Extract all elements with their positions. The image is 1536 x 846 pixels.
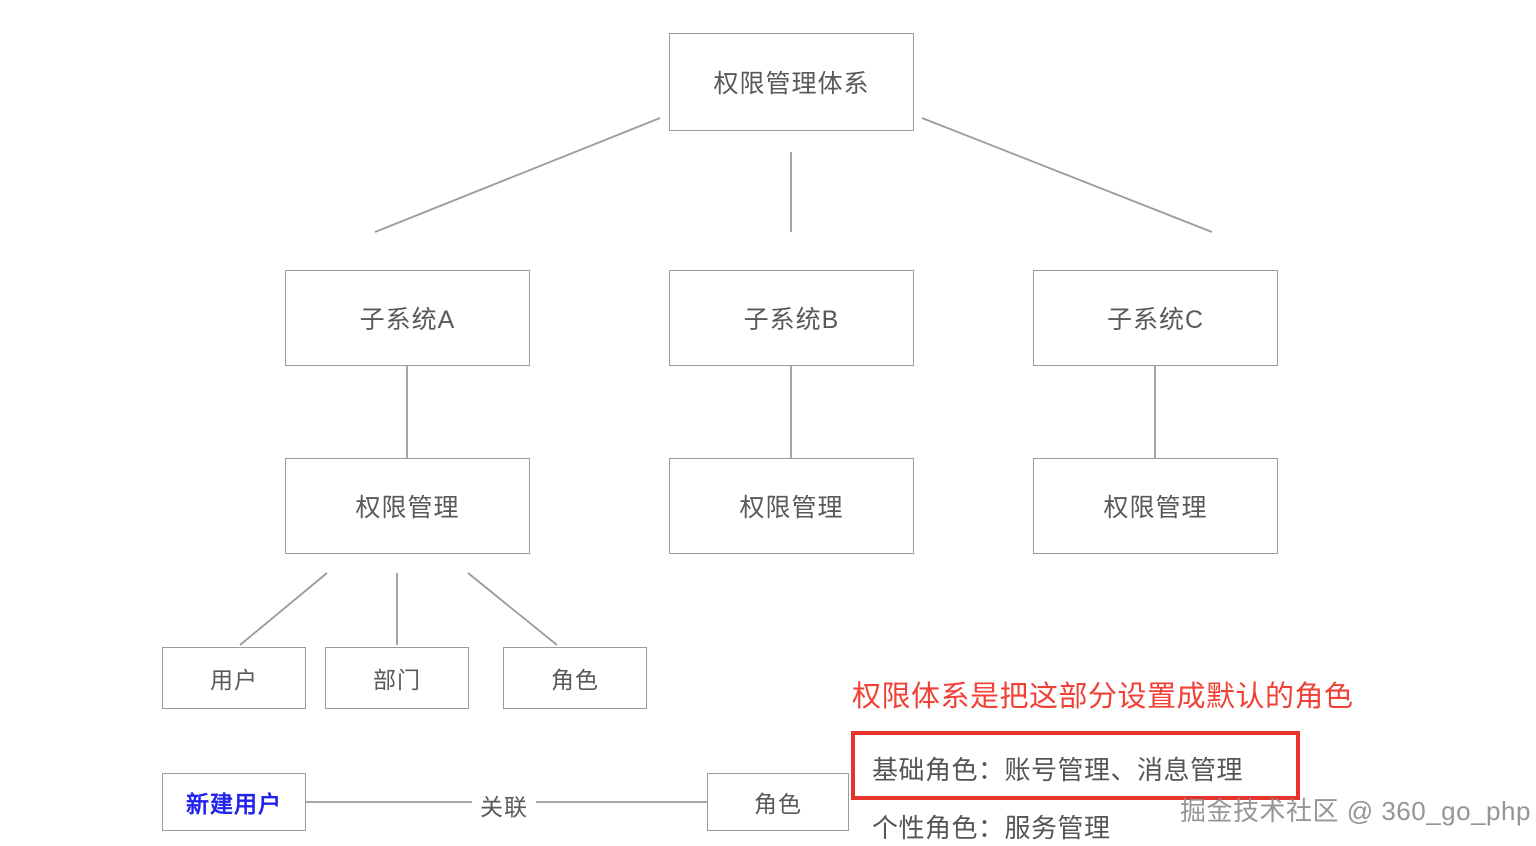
- node-subsystem-a[interactable]: 子系统A: [285, 270, 530, 366]
- annotation-default-role-note: 权限体系是把这部分设置成默认的角色: [852, 681, 1354, 713]
- node-label: 权限管理: [1103, 494, 1208, 522]
- node-label: 权限管理: [355, 494, 460, 522]
- node-label: 权限管理: [739, 494, 844, 522]
- node-label: 权限管理体系: [713, 70, 870, 98]
- node-label: 子系统C: [1106, 306, 1205, 334]
- node-label: 角色: [551, 667, 599, 693]
- node-label: 子系统B: [743, 306, 840, 334]
- connector-permission-to-role: [467, 572, 558, 646]
- node-new-user[interactable]: 新建用户: [162, 773, 306, 831]
- node-permission-system[interactable]: 权限管理体系: [669, 33, 914, 131]
- connector-root-to-subsystem-c: [921, 117, 1213, 233]
- node-role-leaf[interactable]: 角色: [503, 647, 647, 709]
- node-permission-management-c[interactable]: 权限管理: [1033, 458, 1278, 554]
- node-subsystem-b[interactable]: 子系统B: [669, 270, 914, 366]
- connector-root-to-subsystem-a: [374, 117, 661, 233]
- node-user[interactable]: 用户: [162, 647, 306, 709]
- node-label: 新建用户: [186, 791, 282, 817]
- node-permission-management-a[interactable]: 权限管理: [285, 458, 530, 554]
- node-permission-management-b[interactable]: 权限管理: [669, 458, 914, 554]
- node-subsystem-c[interactable]: 子系统C: [1033, 270, 1278, 366]
- text-custom-role: 个性角色：服务管理: [872, 813, 1111, 843]
- edge-label-association: 关联: [472, 788, 536, 822]
- node-label: 子系统A: [359, 306, 456, 334]
- node-department[interactable]: 部门: [325, 647, 469, 709]
- watermark-text: 掘金技术社区 @ 360_go_php: [1180, 796, 1531, 826]
- highlight-box-basic-role: [851, 731, 1300, 800]
- connector-permission-to-user: [239, 572, 328, 646]
- node-label: 角色: [754, 791, 802, 817]
- node-label: 部门: [373, 667, 421, 693]
- node-role-target[interactable]: 角色: [707, 773, 849, 831]
- node-label: 用户: [210, 667, 258, 693]
- text-basic-role: 基础角色：账号管理、消息管理: [872, 755, 1244, 785]
